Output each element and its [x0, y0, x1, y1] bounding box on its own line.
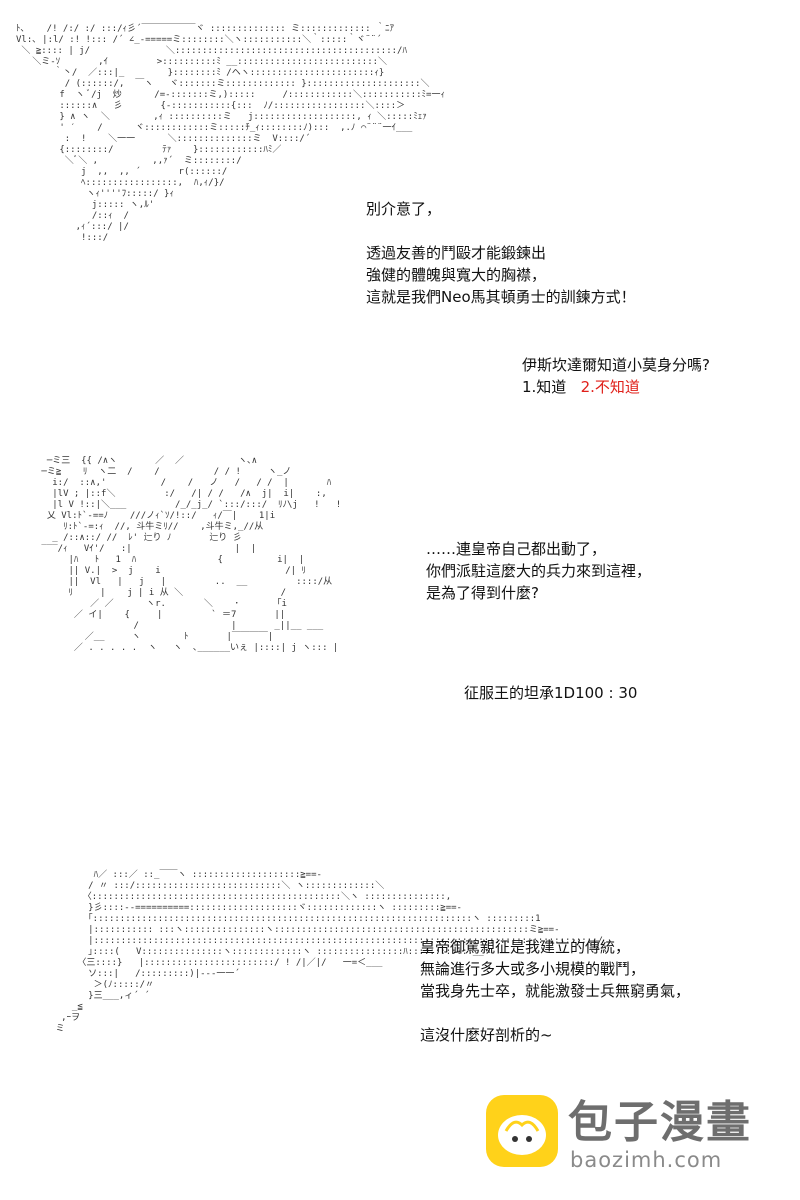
watermark-url: baozimh.com — [570, 1148, 723, 1172]
choice-options: 1.知道 2.不知道 — [522, 376, 710, 398]
dialogue-line: ……連皇帝自己都出動了， — [426, 540, 607, 558]
panel-1: ﾄ､ /! /:/ :/ :::/ｨ彡´￣￣￣￣￣￣ヾ ::::::::::::… — [0, 0, 800, 420]
dialogue-box-3: 皇帝御駕親征是我建立的傳統， 無論進行多大或多小規模的戰鬥， 當我身先士卒，就能… — [420, 936, 690, 1046]
dialogue-box-1: 別介意了， 透過友善的鬥毆才能鍛鍊出 強健的體魄與寬大的胸襟， 這就是我們Neo… — [366, 198, 636, 308]
dialogue-box-2: ……連皇帝自己都出動了， 你們派駐這麼大的兵力來到這裡， 是為了得到什麼? — [426, 538, 651, 604]
option-dont-know: 2.不知道 — [580, 378, 640, 396]
dialogue-line: 皇帝御駕親征是我建立的傳統， — [420, 938, 631, 956]
choice-box: 伊斯坎達爾知道小莫身分嗎? 1.知道 2.不知道 — [522, 354, 710, 398]
dialogue-line: 是為了得到什麼? — [426, 584, 539, 602]
ascii-art-character-3: ﾊ／ :::／ ::_￣￣ヽ ::::::::::::::::::::≧==- … — [55, 870, 603, 1034]
dialogue-line: 透過友善的鬥毆才能鍛鍊出 — [366, 244, 547, 262]
ascii-art-character-2: ─ミ三 {{ /∧ヽ ／ ／ ヽ､∧ ─ミ≧ ﾘ ヽ二 / / / / ! ヽ_… — [41, 456, 342, 653]
option-know: 1.知道 — [522, 378, 567, 396]
watermark-name: 包子漫畫 — [568, 1097, 752, 1148]
dialogue-line: 這沒什麼好剖析的~ — [420, 1026, 553, 1044]
dialogue-line: 當我身先士卒，就能激發士兵無窮勇氣， — [420, 982, 691, 1000]
dialogue-line: 你們派駐這麼大的兵力來到這裡， — [426, 562, 652, 580]
choice-question: 伊斯坎達爾知道小莫身分嗎? — [522, 356, 710, 374]
dialogue-line: 這就是我們Neo馬其頓勇士的訓鍊方式！ — [366, 288, 636, 306]
baozi-bun-icon — [486, 1095, 558, 1167]
ascii-art-character-1: ﾄ､ /! /:/ :/ :::/ｨ彡´￣￣￣￣￣￣ヾ ::::::::::::… — [16, 24, 445, 243]
panel-3: ﾊ／ :::／ ::_￣￣ヽ ::::::::::::::::::::≧==- … — [0, 860, 800, 1200]
dialogue-line: 強健的體魄與寬大的胸襟， — [366, 266, 547, 284]
panel-2: ─ミ三 {{ /∧ヽ ／ ／ ヽ､∧ ─ミ≧ ﾘ ヽ二 / / / / ! ヽ_… — [0, 440, 800, 840]
dice-roll: 征服王的坦承1D100 : 30 — [464, 684, 638, 702]
dialogue-line: 別介意了， — [366, 200, 442, 218]
dialogue-line: 無論進行多大或多小規模的戰鬥， — [420, 960, 646, 978]
watermark: 包子漫畫 baozimh.com — [486, 1095, 786, 1185]
